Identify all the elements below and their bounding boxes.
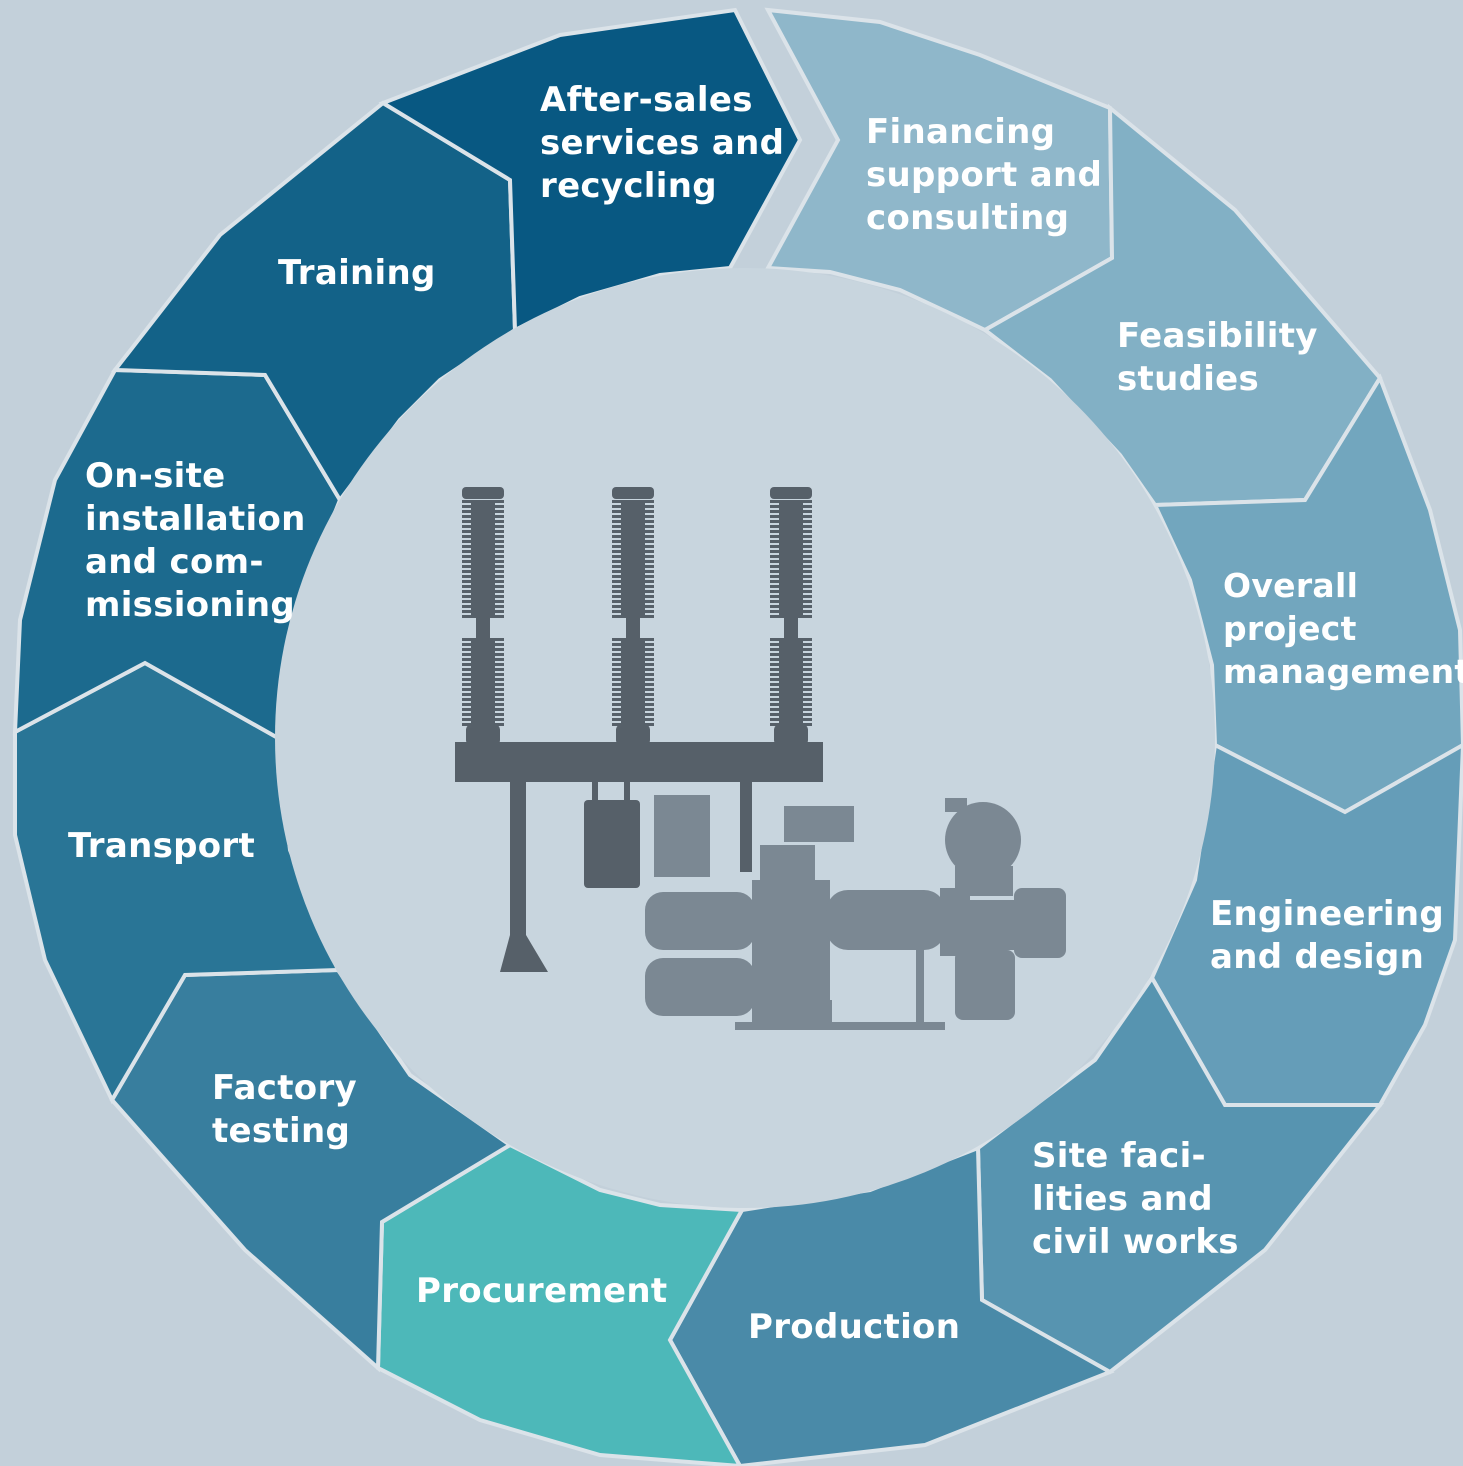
label-transport: Transport [68, 825, 255, 868]
label-line: project [1223, 609, 1357, 648]
switchgear-icon [455, 487, 1066, 1030]
label-line: consulting [866, 198, 1070, 238]
label-after-sales: After-sales services and recycling [540, 79, 784, 208]
label-line: Training [278, 253, 436, 293]
label-line: recycling [540, 166, 717, 206]
label-site-facilities: Site faci- lities and civil works [1032, 1135, 1239, 1264]
label-line: studies [1117, 359, 1260, 399]
label-line: management [1223, 652, 1463, 691]
label-training: Training [278, 252, 436, 295]
label-line: Site faci- [1032, 1136, 1206, 1176]
label-line: Factory [212, 1068, 357, 1108]
label-line: Engineering [1210, 894, 1445, 934]
insulator-core [621, 500, 645, 618]
label-line: Procurement [416, 1271, 668, 1311]
label-line: Transport [68, 826, 256, 866]
label-line: testing [212, 1111, 351, 1151]
segment-financing [764, 7, 1115, 333]
label-line: installation [85, 499, 306, 539]
insulator-core [471, 638, 495, 724]
label-line: services and [540, 123, 785, 163]
label-line: lities and [1032, 1179, 1213, 1219]
label-factory-testing: Factory testing [212, 1067, 357, 1153]
label-line: On-site [85, 456, 226, 496]
insulator-fin [462, 723, 504, 726]
label-line: Financing [866, 112, 1056, 152]
label-feasibility: Feasibility studies [1117, 315, 1318, 401]
label-line: civil works [1032, 1222, 1239, 1262]
label-line: missioning [85, 585, 295, 625]
label-line: Production [748, 1307, 961, 1347]
label-production: Production [748, 1306, 960, 1349]
insulator-core [779, 638, 803, 724]
label-installation: On-site installation and com- missioning [85, 455, 306, 627]
label-line: After-sales [540, 80, 753, 120]
label-line: Feasibility [1117, 316, 1318, 356]
insulator-fin [770, 723, 812, 726]
insulator-core [779, 500, 803, 618]
label-line: Overall [1223, 566, 1359, 605]
label-engineering: Engineering and design [1210, 893, 1444, 979]
insulator-core [621, 638, 645, 724]
insulator-fin [612, 723, 654, 726]
label-line: and design [1210, 937, 1425, 977]
center-circle [275, 268, 1215, 1208]
label-procurement: Procurement [416, 1270, 667, 1313]
label-line: and com- [85, 542, 264, 582]
label-line: support and [866, 155, 1103, 195]
label-financing: Financing support and consulting [866, 111, 1102, 240]
label-project-management: Overall project management [1223, 564, 1463, 693]
insulator-core [471, 500, 495, 618]
